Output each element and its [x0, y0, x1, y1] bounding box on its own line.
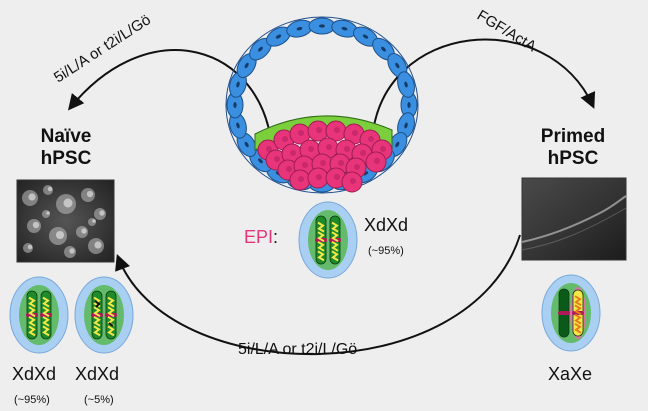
epi-state: XdXd [364, 215, 409, 235]
label-epi-to-primed: FGF/ActA [474, 7, 539, 55]
arrow-epi-to-naive [67, 49, 273, 149]
primed-label-line1: Primed [540, 126, 606, 147]
epi-label-colon: : [273, 227, 279, 247]
naive-cell2-state: XdXd [75, 364, 120, 384]
naive-cell2-percentage: (~5%) [84, 394, 114, 406]
epi-label-text: EPI [244, 227, 274, 247]
naive-label-line1: Naïve [40, 126, 92, 147]
epi-percentage: (~95%) [368, 245, 404, 257]
x-chromosome-icon [298, 201, 358, 279]
x-chromosome-icon [541, 274, 601, 352]
x-chromosome-icon [9, 276, 69, 354]
primed-state: XaXe [548, 364, 593, 384]
x-chromosome-icon [74, 276, 134, 354]
primed-label-line2: hPSC [547, 148, 599, 169]
primed-hpsc-label: Primed hPSC [528, 126, 618, 170]
naive-label-line2: hPSC [40, 148, 92, 169]
arrow-primed-to-naive [115, 234, 521, 356]
blastocyst-icon [225, 16, 419, 194]
naive-hpsc-label: Naïve hPSC [26, 126, 106, 170]
arrow-epi-to-primed [371, 38, 596, 141]
naive-cell1-percentage: (~95%) [14, 394, 50, 406]
naive-cell1-state: XdXd [12, 364, 57, 384]
naive-colony-micrograph [16, 179, 115, 263]
epi-label: EPI: [244, 227, 278, 248]
primed-colony-micrograph [521, 177, 627, 261]
label-epi-to-naive: 5i/L/A or t2i/L/Gö [51, 11, 154, 86]
label-primed-to-naive: 5i/L/A or t2i/L/Gö [238, 341, 357, 358]
